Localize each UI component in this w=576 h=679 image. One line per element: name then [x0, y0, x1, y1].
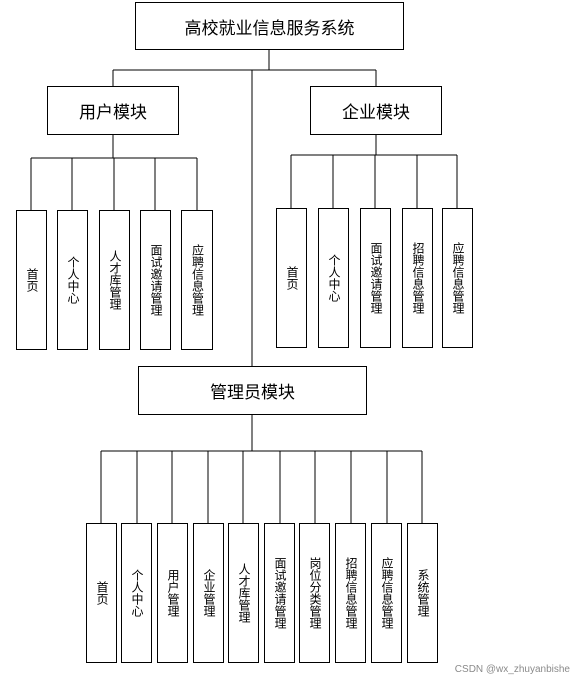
admin-item-position-category: 岗位分类管理 [299, 523, 330, 663]
watermark-text: CSDN @wx_zhuyanbishe [454, 664, 570, 675]
node-label: 个人中心 [130, 569, 144, 617]
node-label: 招聘信息管理 [411, 242, 425, 314]
node-label: 面试邀请管理 [273, 557, 287, 629]
node-label: 用户管理 [166, 569, 180, 617]
user-module-title: 用户模块 [79, 103, 147, 123]
user-item-interview: 面试邀请管理 [140, 210, 171, 350]
enterprise-item-recruitment: 招聘信息管理 [402, 208, 433, 348]
admin-item-enterprise-management: 企业管理 [193, 523, 224, 663]
admin-item-recruitment: 招聘信息管理 [335, 523, 366, 663]
node-label: 首页 [25, 268, 39, 292]
node-label: 招聘信息管理 [344, 557, 358, 629]
node-label: 人才库管理 [237, 563, 251, 623]
node-label: 企业管理 [202, 569, 216, 617]
node-label: 应聘信息管理 [190, 244, 205, 316]
admin-item-talent-pool: 人才库管理 [228, 523, 259, 663]
node-label: 面试邀请管理 [149, 244, 163, 316]
admin-item-system: 系统管理 [407, 523, 438, 663]
enterprise-module-title: 企业模块 [342, 103, 410, 123]
enterprise-module-node: 企业模块 [310, 86, 442, 135]
admin-item-application: 应聘信息管理 [371, 523, 402, 663]
node-label: 面试邀请管理 [369, 242, 383, 314]
admin-item-interview: 面试邀请管理 [264, 523, 295, 663]
node-label: 应聘信息管理 [380, 557, 394, 629]
enterprise-item-profile: 个人中心 [318, 208, 349, 348]
admin-item-profile: 个人中心 [121, 523, 152, 663]
node-label: 首页 [285, 266, 299, 290]
enterprise-item-interview: 面试邀请管理 [360, 208, 391, 348]
node-label: 应聘信息管理 [451, 242, 465, 314]
user-item-talent-pool: 人才库管理 [99, 210, 130, 350]
node-label: 个人中心 [327, 254, 341, 302]
admin-module-node: 管理员模块 [138, 366, 367, 415]
admin-module-title: 管理员模块 [210, 383, 295, 403]
root-node: 高校就业信息服务系统 [135, 2, 404, 50]
node-label: 岗位分类管理 [308, 557, 322, 629]
user-module-node: 用户模块 [47, 86, 179, 135]
admin-item-user-management: 用户管理 [157, 523, 188, 663]
admin-item-home: 首页 [86, 523, 117, 663]
user-item-profile: 个人中心 [57, 210, 88, 350]
node-label: 首页 [95, 581, 109, 605]
user-item-application: 应聘信息管理 [181, 210, 213, 350]
root-title: 高校就业信息服务系统 [184, 18, 355, 39]
enterprise-item-home: 首页 [276, 208, 307, 348]
user-item-home: 首页 [16, 210, 47, 350]
enterprise-item-application: 应聘信息管理 [442, 208, 473, 348]
node-label: 个人中心 [66, 256, 80, 304]
node-label: 系统管理 [416, 569, 430, 617]
node-label: 人才库管理 [108, 250, 122, 310]
